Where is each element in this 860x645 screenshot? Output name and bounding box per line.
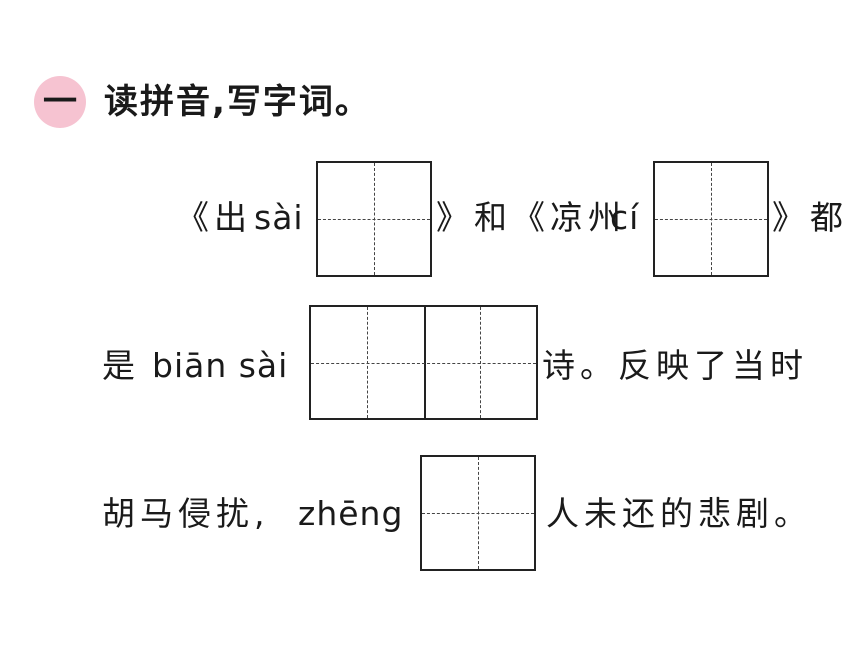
row1-text-3: 》都 xyxy=(772,198,848,237)
row2-text-2: 诗。反映了当时 xyxy=(542,346,808,385)
answer-box-bian-sai[interactable] xyxy=(309,305,538,420)
grid-guide xyxy=(318,219,430,220)
row3-text-1: 胡马侵扰, xyxy=(102,494,270,533)
row2-text-1: 是 xyxy=(102,346,135,385)
row1-pinyin-2: cí xyxy=(610,198,640,237)
answer-box-ci[interactable] xyxy=(653,161,769,277)
grid-guide xyxy=(655,219,767,220)
answer-box-sai[interactable] xyxy=(316,161,432,277)
row2-pinyin-1: biān sài xyxy=(152,346,289,385)
row1-text-1: 《出 xyxy=(176,198,252,237)
row3-pinyin-1: zhēng xyxy=(298,494,404,533)
answer-box-zheng[interactable] xyxy=(420,455,536,571)
exercise-heading: 读拼音,写字词。 xyxy=(104,82,371,122)
row3-text-2: 人未还的悲剧。 xyxy=(546,494,812,533)
row1-pinyin-1: sài xyxy=(254,198,304,237)
section-number-badge: 一 xyxy=(34,76,86,128)
grid-guide xyxy=(422,513,534,514)
row1-text-2: 》和《凉州 xyxy=(436,198,626,237)
grid-guide xyxy=(311,362,536,364)
